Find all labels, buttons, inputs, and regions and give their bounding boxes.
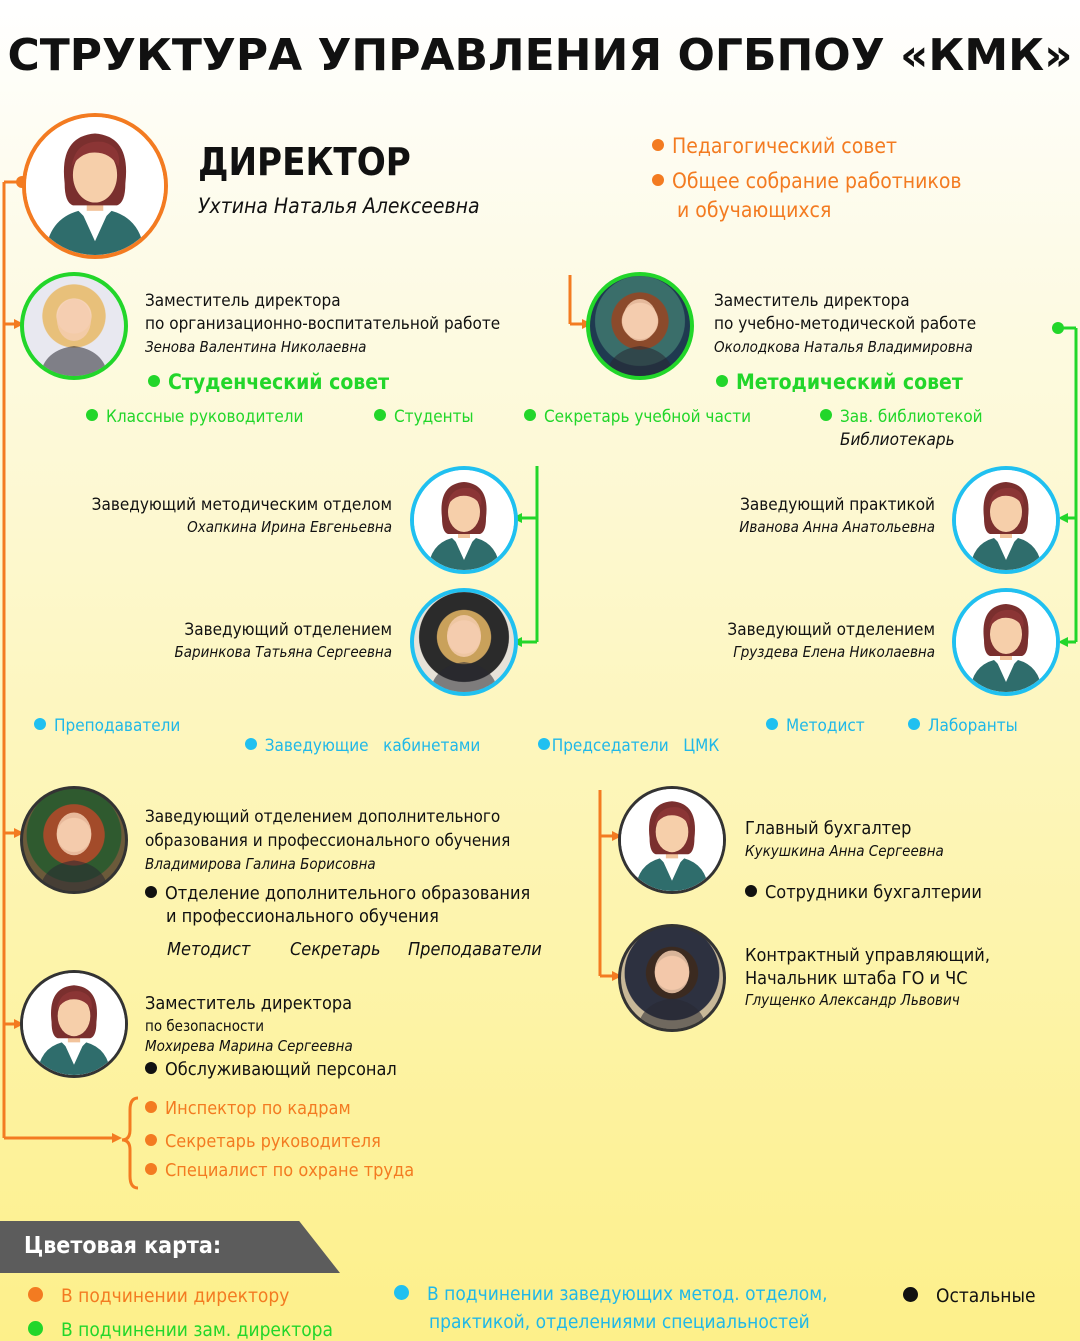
dept-head-left-role: Заведующий отделением xyxy=(184,620,392,640)
deputy-method-name: Околодкова Наталья Владимировна xyxy=(714,338,973,356)
orange-bullet-icon xyxy=(28,1287,43,1302)
orange-bullet-icon xyxy=(145,1163,157,1175)
extra-dept-role-1: Заведующий отделением дополнительного xyxy=(145,807,501,827)
dept-head-right-name: Груздева Елена Николаевна xyxy=(733,643,935,661)
cyan-bullet-icon xyxy=(766,718,778,730)
orange-item-secretary: Секретарь руководителя xyxy=(145,1131,381,1152)
deputy-edu-name: Зенова Валентина Николаевна xyxy=(145,338,367,356)
extra-dept-unit-line2: и профессионального обучения xyxy=(166,906,439,927)
green-item-library-head: Зав. библиотекой xyxy=(820,407,983,427)
extra-dept-role-2: образования и профессионального обучения xyxy=(145,831,511,851)
legend-title-bar: Цветовая карта: xyxy=(0,1221,340,1273)
extra-dept-head-photo xyxy=(20,786,128,894)
green-item-secretary: Секретарь учебной части xyxy=(524,407,751,427)
extra-dept-unit: Отделение дополнительного образования xyxy=(145,883,530,904)
council-general-meeting: Общее собрание работников xyxy=(652,169,962,193)
orange-item-hr-inspector: Инспектор по кадрам xyxy=(145,1098,351,1119)
cyan-bullet-icon xyxy=(537,738,550,750)
legend-item-others: Остальные xyxy=(903,1285,1035,1307)
green-bullet-icon xyxy=(524,409,536,421)
cyan-bullet-icon xyxy=(34,718,46,730)
deputy-method-role-1: Заместитель директора xyxy=(714,291,910,311)
green-bullet-icon xyxy=(716,375,728,387)
contract-name: Глущенко Александр Львович xyxy=(745,991,960,1009)
deputy-edu-role-2: по организационно-воспитательной работе xyxy=(145,314,501,334)
cyan-bullet-icon xyxy=(908,718,920,730)
deputy-method-role-2: по учебно-методической работе xyxy=(714,314,977,334)
dept-head-left-photo xyxy=(410,588,518,696)
legend-title: Цветовая карта: xyxy=(24,1233,222,1259)
black-bullet-icon xyxy=(145,886,157,898)
dept-head-left-name: Баринкова Татьяна Сергеевна xyxy=(174,643,392,661)
extra-staff-teachers: Преподаватели xyxy=(408,939,542,960)
legend-item-heads: В подчинении заведующих метод. отделом, xyxy=(394,1283,828,1305)
accounting-staff: Сотрудники бухгалтерии xyxy=(745,882,982,903)
cyan-item-methodist: Методист xyxy=(766,716,865,736)
cyan-item-lab-assistants: Лаборанты xyxy=(908,716,1018,736)
green-item-class-teachers: Классные руководители xyxy=(86,407,303,427)
security-name: Мохирева Марина Сергеевна xyxy=(145,1037,353,1055)
extra-staff-secretary: Секретарь xyxy=(290,939,381,960)
green-bullet-icon xyxy=(28,1321,43,1336)
dept-head-right-role: Заведующий отделением xyxy=(727,620,935,640)
practice-head-avatar xyxy=(952,466,1060,574)
student-council: Студенческий совет xyxy=(148,370,389,394)
green-bullet-icon xyxy=(148,375,160,387)
black-bullet-icon xyxy=(145,1062,157,1074)
cyan-bullet-icon xyxy=(244,738,257,750)
orange-item-safety: Специалист по охране труда xyxy=(145,1160,414,1181)
method-head-name: Охапкина Ирина Евгеньевна xyxy=(187,518,392,536)
cyan-bullet-icon xyxy=(394,1285,409,1300)
legend-item-heads-line2: практикой, отделениями специальностей xyxy=(429,1311,810,1333)
page-title: СТРУКТУРА УПРАВЛЕНИЯ ОГБПОУ «КМК» xyxy=(7,30,1073,81)
orange-bullet-icon xyxy=(145,1101,157,1113)
security-role-1: Заместитель директора xyxy=(145,993,353,1014)
cyan-item-cmk-chairs: Председатели ЦМК xyxy=(528,716,719,756)
librarian-label: Библиотекарь xyxy=(840,430,955,450)
legend-item-deputy: В подчинении зам. директора xyxy=(28,1319,333,1341)
orange-bullet-icon xyxy=(145,1134,157,1146)
security-deputy-avatar xyxy=(20,970,128,1078)
method-head-avatar xyxy=(410,466,518,574)
green-item-students: Студенты xyxy=(374,407,474,427)
extra-staff-methodist: Методист xyxy=(167,939,251,960)
extra-dept-name: Владимирова Галина Борисовна xyxy=(145,855,376,873)
contract-role-1: Контрактный управляющий, xyxy=(745,945,990,966)
methodical-council: Методический совет xyxy=(716,370,963,394)
method-head-role: Заведующий методическим отделом xyxy=(91,495,392,515)
black-bullet-icon xyxy=(903,1287,918,1302)
director-name: Ухтина Наталья Алексеевна xyxy=(198,194,480,218)
accountant-name: Кукушкина Анна Сергеевна xyxy=(745,842,944,860)
orange-bullet-icon xyxy=(652,139,664,151)
green-bullet-icon xyxy=(374,409,386,421)
accountant-role: Главный бухгалтер xyxy=(745,818,912,839)
deputy-edu-role-1: Заместитель директора xyxy=(145,291,341,311)
contract-manager-photo xyxy=(618,924,726,1032)
green-bullet-icon xyxy=(820,409,832,421)
deputy-edu-photo xyxy=(20,272,128,380)
green-bullet-icon xyxy=(86,409,98,421)
accountant-avatar xyxy=(618,786,726,894)
practice-head-name: Иванова Анна Анатольевна xyxy=(739,518,935,536)
cyan-item-teachers: Преподаватели xyxy=(34,716,180,736)
director-avatar xyxy=(22,113,168,259)
director-role: ДИРЕКТОР xyxy=(198,140,411,184)
black-bullet-icon xyxy=(745,885,757,897)
legend-item-director: В подчинении директору xyxy=(28,1285,289,1307)
dept-head-right-avatar xyxy=(952,588,1060,696)
orange-bullet-icon xyxy=(652,174,664,186)
cyan-item-cabinet-heads: Заведующие кабинетами xyxy=(235,716,480,756)
service-staff: Обслуживающий персонал xyxy=(145,1059,397,1080)
security-role-2: по безопасности xyxy=(145,1017,265,1035)
council-pedagogical: Педагогический совет xyxy=(652,134,897,158)
contract-role-2: Начальник штаба ГО и ЧС xyxy=(745,968,968,989)
practice-head-role: Заведующий практикой xyxy=(740,495,935,515)
deputy-method-photo xyxy=(586,272,694,380)
council-general-meeting-line2: и обучающихся xyxy=(677,198,832,222)
